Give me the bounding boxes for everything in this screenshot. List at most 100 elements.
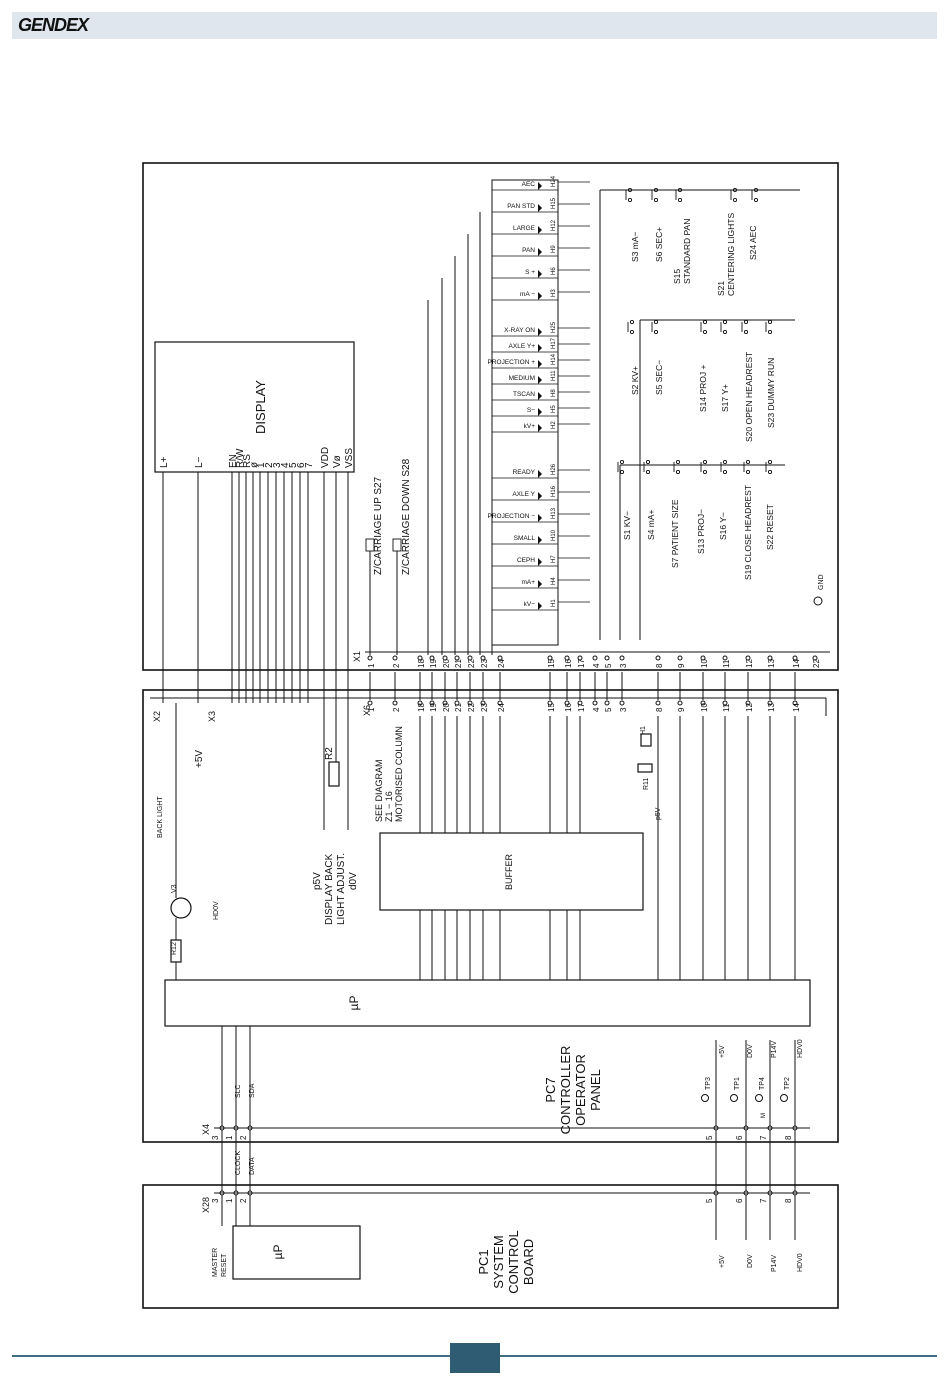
pc7-name-3: OPERATOR [573,1054,588,1126]
switch-contact-icon [619,459,625,465]
switch-s13-label: S13 PROJ− [696,509,706,554]
x1-pin-dot [442,655,448,661]
x28-pin-number: 2 [239,1198,248,1203]
led-id: H26 [551,463,557,475]
d0v-label: d0V [348,872,359,890]
led-id: H17 [551,337,557,349]
led-diode-icon [538,514,542,522]
switch-contact-icon [722,469,728,475]
x6-pin-number: 21 [454,703,463,712]
display-title: DISPLAY [253,380,268,434]
x1-pin-number: 19 [429,659,438,668]
x6-pin-dot [564,700,570,706]
x28-pin-number: 7 [759,1198,768,1203]
led-id: H3 [551,289,557,297]
led-diode-icon [538,226,542,234]
x6-pin-number: 23 [480,703,489,712]
switch-contact-icon [629,319,635,325]
x6-pin-dot [677,700,683,706]
switch-contact-icon [629,329,635,335]
led-id: H24 [551,175,557,187]
buffer-label: BUFFER [504,853,514,890]
switch-contact-icon [732,197,738,203]
x1-pin-dot [417,655,423,661]
led-diode-icon [538,376,542,384]
led-diode-icon [538,408,542,416]
x6-pin-dot [429,700,435,706]
x6-pin-dot [442,700,448,706]
x1-pin-number: 11 [722,659,731,668]
x1-pin-dot [619,655,625,661]
data-label: DATA [249,1157,256,1175]
x1-pin-dot [700,655,706,661]
x6-pin-number: 1 [367,707,376,712]
see-diagram-1: SEE DIAGRAM [374,759,384,822]
r2-resistor [328,761,340,787]
clock-label: CLOCK [235,1151,242,1175]
switch-contact-icon [653,197,659,203]
switch-contact-icon [743,329,749,335]
display-pin-label: RS [242,454,253,468]
x6-pin-dot [745,700,751,706]
switch-contact-icon [702,469,708,475]
x1-pin-dot [604,655,610,661]
pc7-board-outline [142,689,839,1143]
x6-pin-number: 2 [392,707,401,712]
x1-pin-dot [655,655,661,661]
x4-label: X4 [201,1124,211,1135]
display-pin-label: R/W [235,448,246,468]
x6-pin-dot [604,700,610,706]
operator-board-outline [142,162,839,671]
pc1-microprocessor-block [232,1225,361,1280]
x1-pin-number: 13 [767,659,776,668]
switch-contact-icon [627,197,633,203]
x2-label: X2 [152,711,162,722]
led-id: H15 [551,197,557,209]
x6-pin-number: 11 [722,703,731,712]
switch-s17-label: S17 Y+ [720,384,730,412]
led-id: H12 [551,219,557,231]
switch-contact-icon [619,469,625,475]
x1-pin-number: 4 [592,663,601,668]
x1-pin-dot [480,655,486,661]
x6-pin-number: 18 [417,703,426,712]
x1-pin-number: 24 [497,659,506,668]
backadj-label-1: DISPLAY BACK [324,853,335,925]
x1-pin-dot [367,655,373,661]
led-label: SMALL [514,535,536,542]
switch-s3-label: S3 mA− [630,231,640,262]
tp3-label: TP3 [705,1077,712,1090]
x6-pin-dot [497,700,503,706]
x1-pin-number: 16 [564,659,573,668]
x6-pin-number: 9 [677,707,686,712]
led-label: S + [525,269,535,276]
h1-label: H1 [640,726,647,735]
switch-s5-label: S5 SEC− [654,360,664,395]
x1-pin-dot [677,655,683,661]
led-diode-icon [538,360,542,368]
x1-pin-number: 1 [367,663,376,668]
x6-pin-dot [655,700,661,706]
x6-label: X6 [362,705,372,716]
switch-contact-icon [702,459,708,465]
x1-pin-number: 12 [745,659,754,668]
pc7-m-label: M [761,1113,767,1118]
switch-contact-icon [675,459,681,465]
pc7-5v-label: +5V [719,1045,726,1058]
led-id: H7 [551,555,557,563]
v3-transistor [170,897,192,919]
pc7-name-1: PC7 [543,1077,558,1102]
switch-contact-icon [753,197,759,203]
x6-pin-dot [454,700,460,706]
x4-pin-number: 6 [735,1135,744,1140]
x1-pin-number: 3 [619,663,628,668]
switch-contact-icon [743,319,749,325]
x1-pin-number: 15 [547,659,556,668]
x6-pin-number: 22 [467,703,476,712]
x6-pin-dot [592,700,598,706]
x1-pin-dot [592,655,598,661]
x6-pin-number: 3 [619,707,628,712]
